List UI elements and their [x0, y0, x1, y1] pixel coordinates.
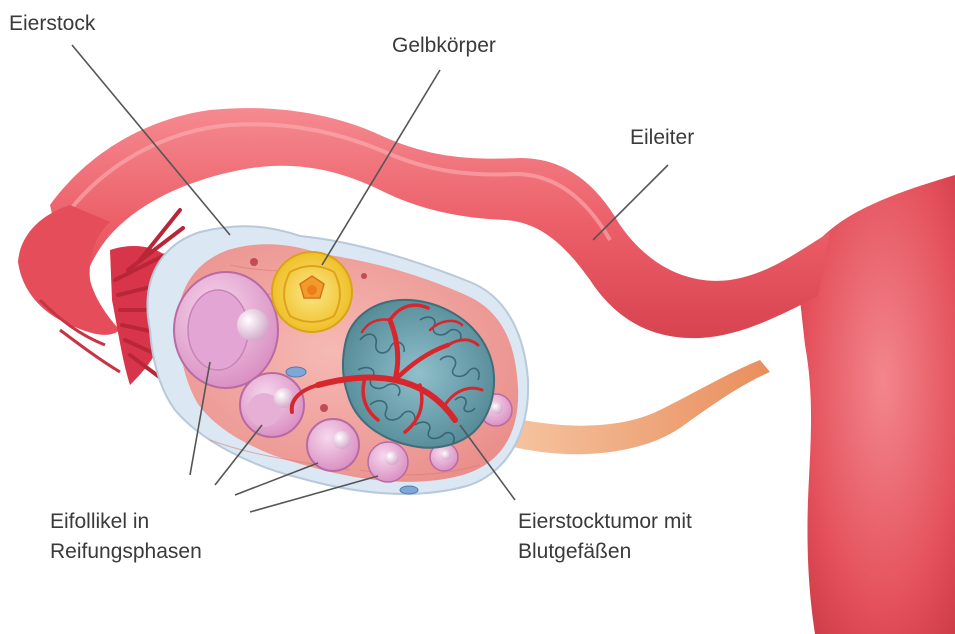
label-corpus-luteum: Gelbkörper	[392, 32, 496, 60]
label-follicles-line1: Eifollikel in	[50, 508, 149, 536]
corpus-luteum	[272, 252, 352, 332]
follicle-small	[307, 419, 359, 471]
label-ovary: Eierstock	[9, 10, 95, 38]
follicle-large	[174, 272, 278, 388]
label-fallopian-tube: Eileiter	[630, 124, 694, 152]
label-tumor-line2: Blutgefäßen	[518, 538, 631, 566]
follicle-medium	[240, 373, 304, 437]
label-tumor-line1: Eierstocktumor mit	[518, 508, 692, 536]
label-follicles-line2: Reifungsphasen	[50, 538, 202, 566]
ovarian-ligament	[500, 360, 770, 454]
follicle-smaller	[368, 442, 408, 482]
